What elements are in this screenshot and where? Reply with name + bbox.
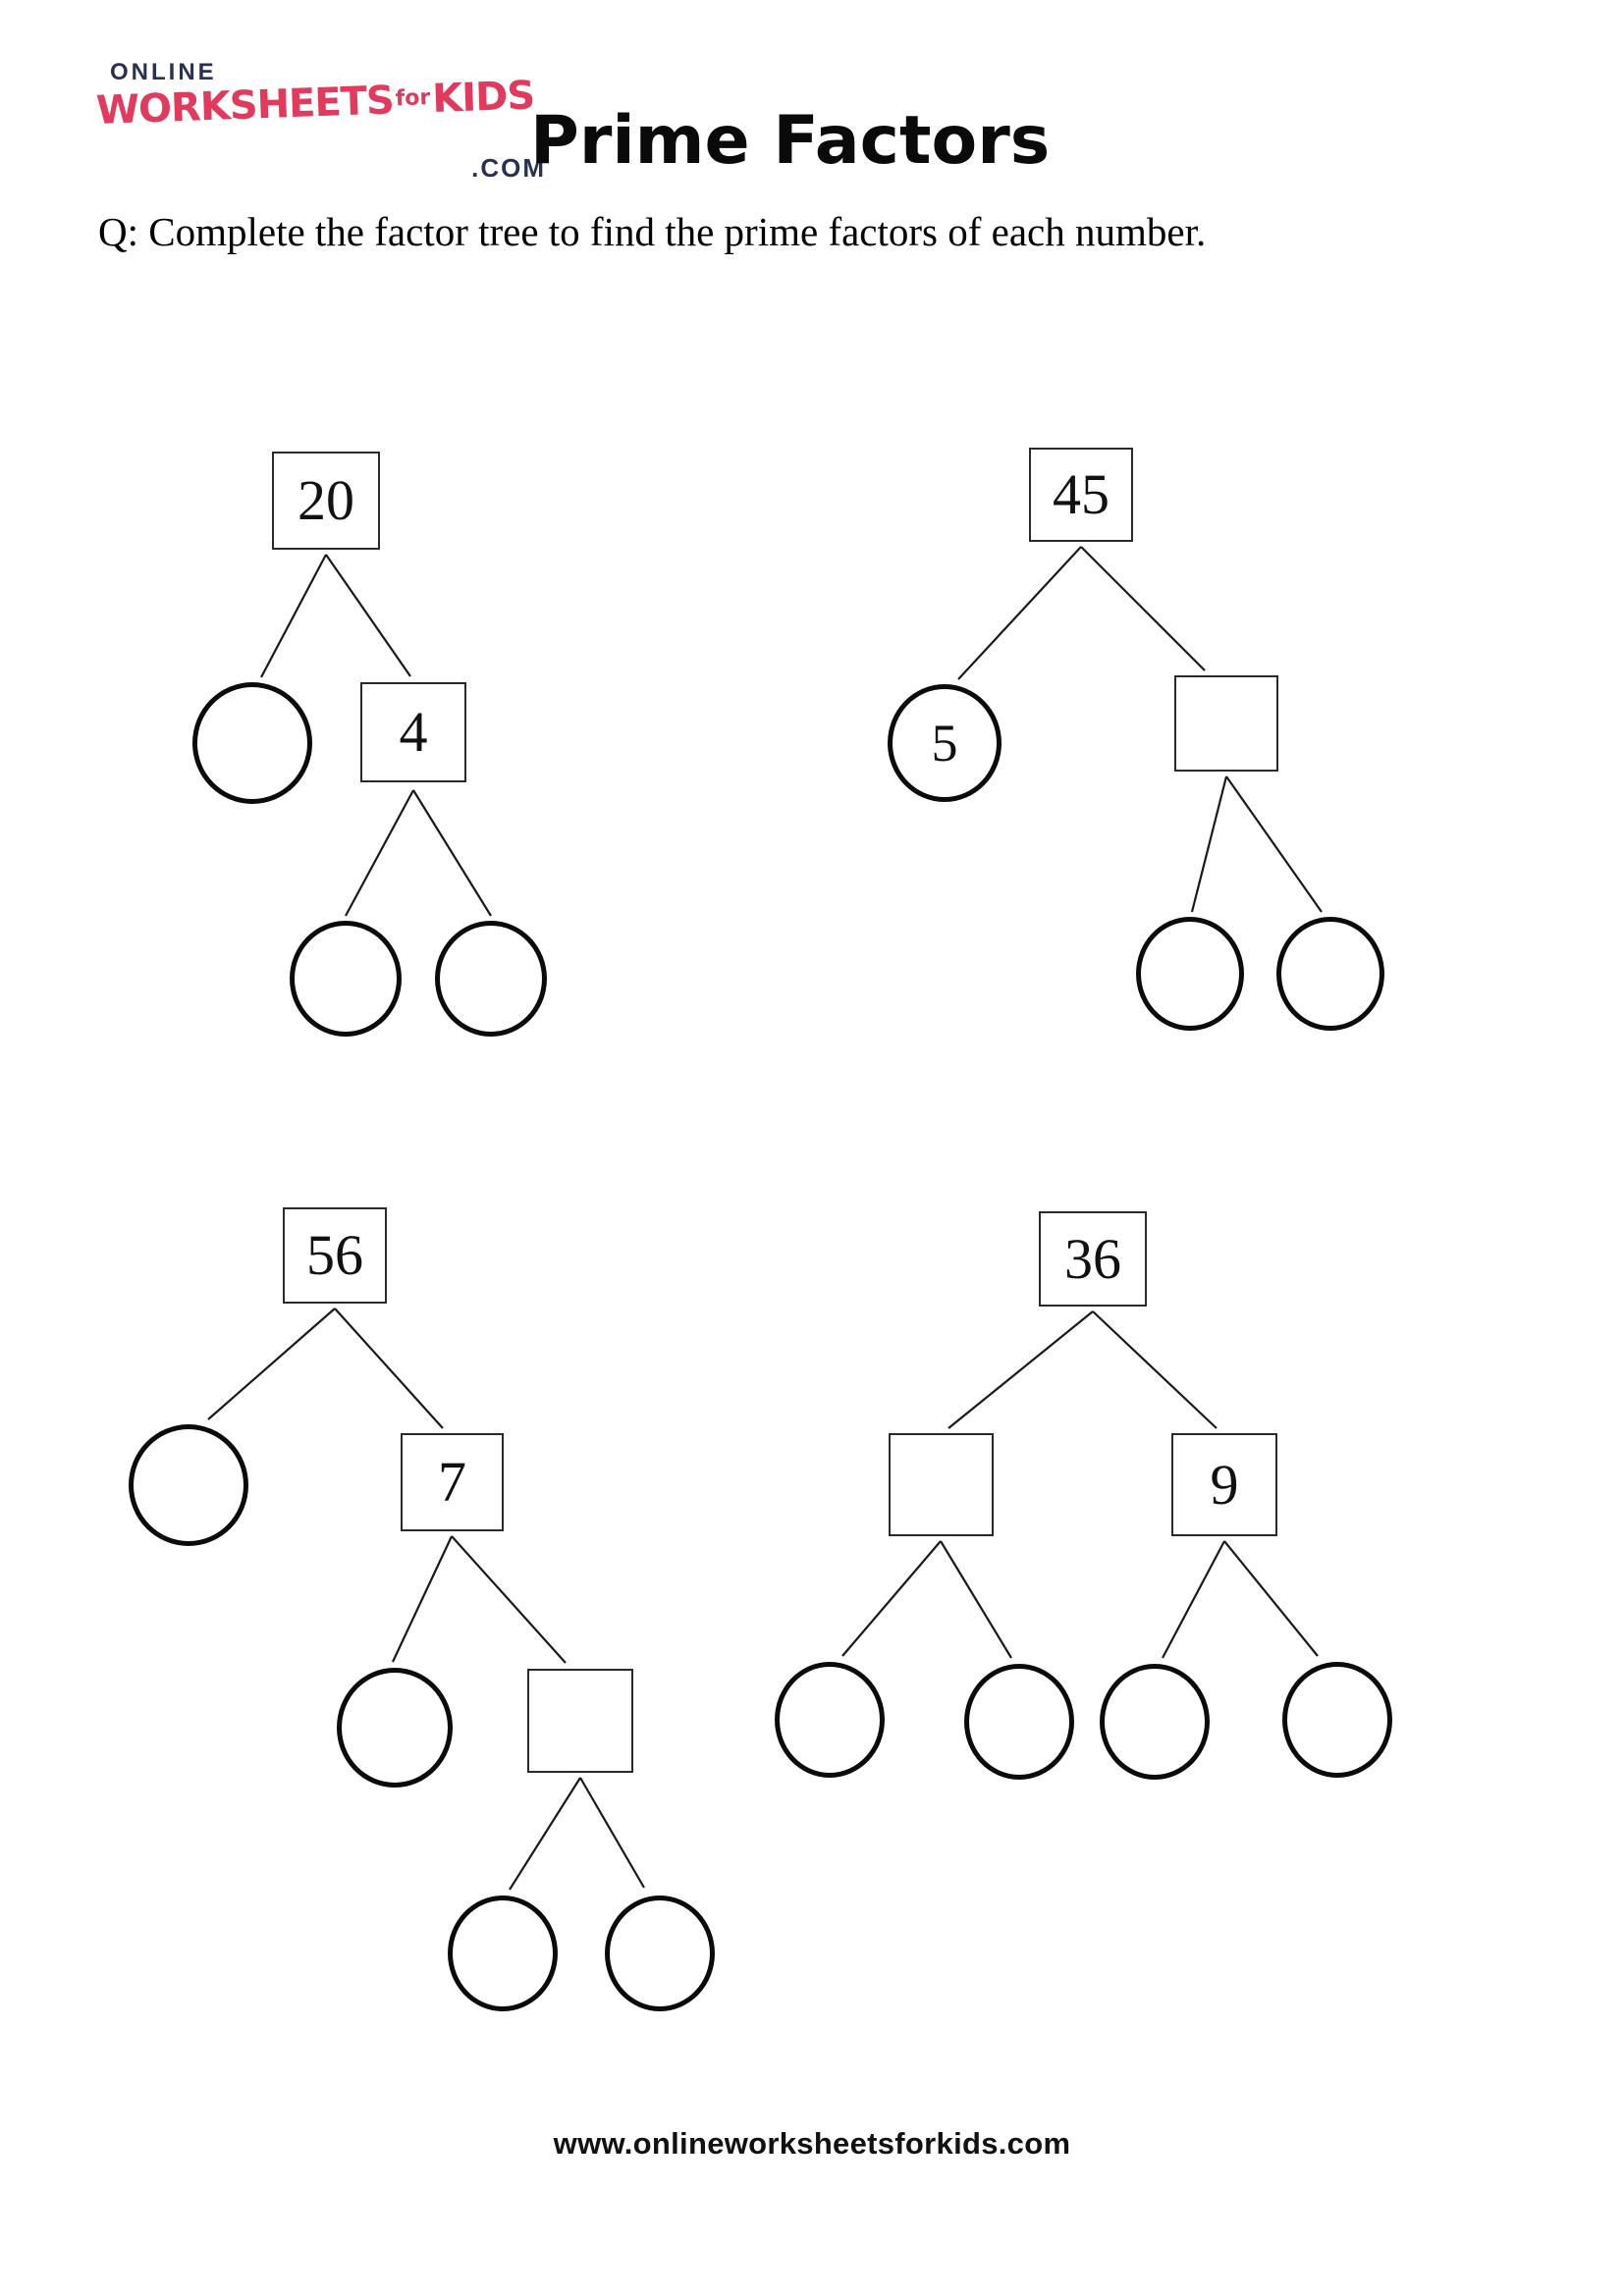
question-text: Q: Complete the factor tree to find the … (98, 209, 1207, 254)
logo-com-label: .COM (471, 153, 546, 183)
tree1-root-value: 20 (298, 468, 354, 532)
tree2-answer-circle-1[interactable] (1136, 917, 1244, 1031)
site-logo: ONLINE WORKSHEETSforKIDS .COM (94, 51, 544, 198)
tree2-answer-box[interactable] (1174, 675, 1278, 772)
tree3-answer-circle-2[interactable] (448, 1896, 558, 2011)
tree3-answer-box[interactable] (527, 1669, 633, 1773)
tree4-answer-circle-4[interactable] (1282, 1662, 1392, 1778)
tree2-root-value: 45 (1053, 462, 1110, 526)
tree3-answer-circle-1[interactable] (337, 1668, 453, 1788)
footer-url: www.onlineworksheetsforkids.com (553, 2126, 1071, 2161)
tree2-answer-circle-2[interactable] (1276, 917, 1384, 1031)
tree1-root-box: 20 (272, 452, 380, 550)
node-value: 5 (931, 714, 958, 773)
tree3-left-answer-circle[interactable] (129, 1424, 248, 1546)
tree3-root-box: 56 (283, 1207, 387, 1304)
tree1-left-answer-circle[interactable] (192, 682, 312, 804)
tree4-answer-circle-3[interactable] (1100, 1664, 1210, 1780)
tree4-answer-box[interactable] (889, 1433, 994, 1536)
node-value: 4 (399, 700, 428, 764)
logo-online-label: ONLINE (110, 59, 217, 85)
tree4-root-value: 36 (1064, 1226, 1121, 1291)
tree2-root-box: 45 (1029, 448, 1133, 542)
tree3-composite-box-7: 7 (401, 1433, 504, 1531)
tree1-composite-box-4: 4 (360, 682, 466, 782)
tree4-composite-box-9: 9 (1171, 1433, 1277, 1536)
tree3-answer-circle-3[interactable] (605, 1896, 715, 2011)
tree1-answer-circle-2[interactable] (435, 921, 547, 1037)
tree2-prime-circle-5: 5 (888, 684, 1001, 802)
tree4-answer-circle-1[interactable] (775, 1662, 885, 1778)
tree3-root-value: 56 (306, 1223, 363, 1287)
tree4-root-box: 36 (1039, 1211, 1147, 1307)
node-value: 9 (1210, 1452, 1239, 1517)
tree1-answer-circle-1[interactable] (290, 921, 402, 1037)
page-title: Prime Factors (530, 102, 1051, 180)
tree4-answer-circle-2[interactable] (964, 1664, 1074, 1780)
node-value: 7 (438, 1450, 466, 1514)
